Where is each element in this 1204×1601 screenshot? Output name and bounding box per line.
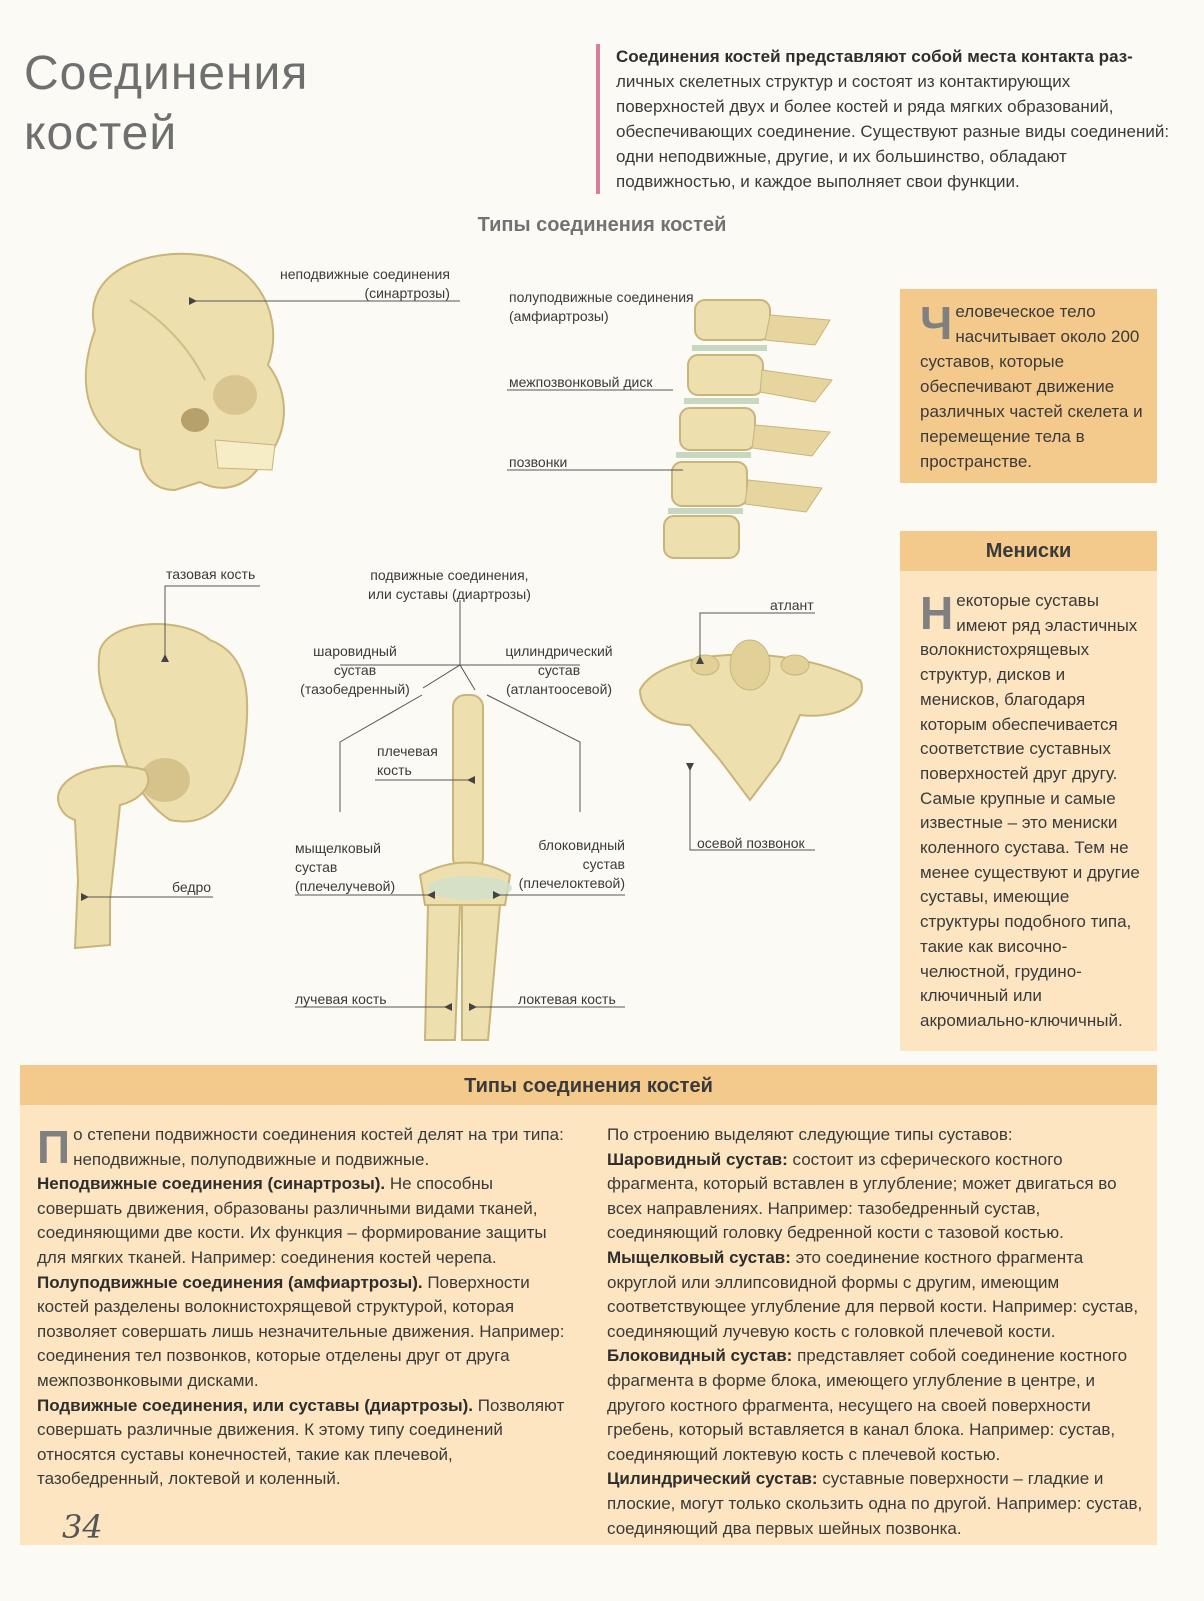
- spine-image: [663, 299, 833, 559]
- fact-dropcap: Ч: [920, 297, 953, 349]
- types-dropcap: П: [37, 1121, 71, 1173]
- label-disc: межпозвонковый диск: [509, 374, 653, 390]
- label-cylindrical-joint: цилиндрический сустав (атлантоосевой): [505, 643, 613, 697]
- label-atlas: атлант: [770, 597, 814, 613]
- label-pelvis: тазовая кость: [166, 566, 256, 582]
- skull-image: [84, 252, 285, 492]
- label-radius: лучевая кость: [295, 991, 387, 1007]
- intro-paragraph: Соединения костей представляют собой мес…: [596, 44, 1176, 194]
- types-heading: Типы соединения костей: [20, 1065, 1157, 1105]
- label-diarthrosis: подвижные соединения, или суставы (диарт…: [368, 567, 531, 602]
- page-title: Соединения костей: [24, 47, 309, 160]
- label-vertebrae: позвонки: [509, 454, 568, 470]
- label-ball-joint: шаровидный сустав (тазобедренный): [300, 643, 410, 697]
- hip-image: [57, 623, 249, 950]
- intro-text: личных скелетных структур и состоят из к…: [616, 72, 1170, 191]
- label-hinge-joint: блоковидный сустав (плечелоктевой): [518, 837, 625, 891]
- menisci-dropcap: Н: [920, 587, 954, 639]
- diagram-heading: Типы соединения костей: [477, 214, 727, 236]
- label-amphiarthrosis: полуподвижные соединения (амфиартрозы): [509, 289, 694, 324]
- label-humerus: плечевая кость: [377, 743, 438, 778]
- menisci-heading: Мениски: [900, 531, 1157, 571]
- label-ulna: локтевая кость: [518, 991, 616, 1007]
- label-condylar-joint: мыщелковый сустав (плечелучевой): [295, 840, 396, 894]
- types-right-column: По строению выделяют следующие типы суст…: [607, 1125, 1143, 1538]
- label-axis: осевой позвонок: [697, 835, 805, 851]
- label-femur: бедро: [172, 879, 212, 895]
- label-sinarthrosis: неподвижные соединения (синартрозы): [280, 266, 450, 301]
- intro-bold: Соединения костей представляют собой мес…: [616, 47, 1133, 66]
- atlas-axis-image: [638, 639, 863, 802]
- page-number: 34: [62, 1508, 103, 1546]
